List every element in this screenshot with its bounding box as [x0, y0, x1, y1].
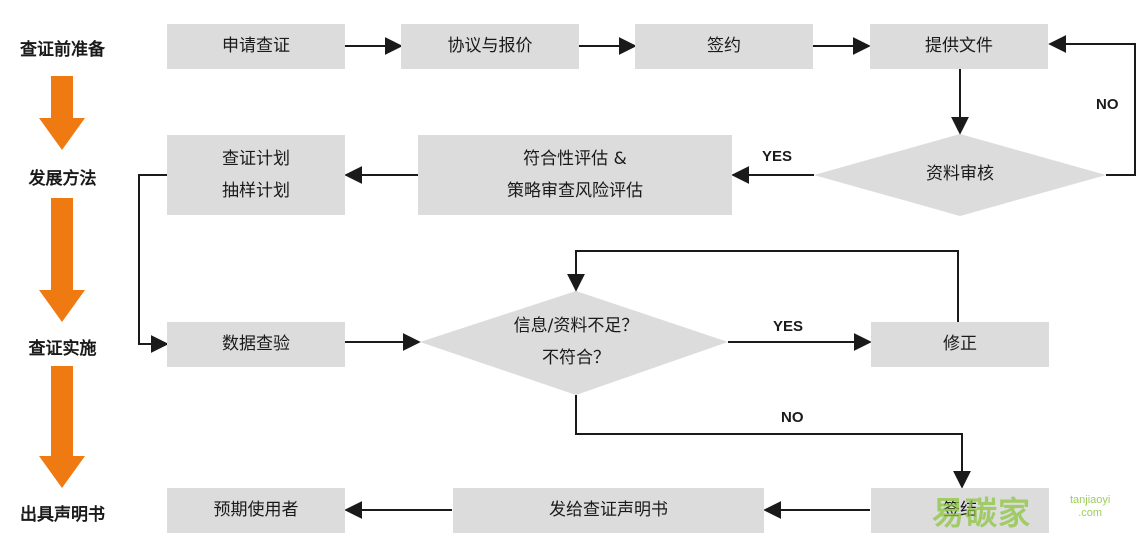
node-issue-statement: 发给查证声明书	[453, 488, 764, 533]
node-sign: 签约	[635, 24, 813, 69]
node-sign-off-label: 签结	[943, 500, 977, 521]
arrow-correct-loop	[567, 250, 959, 322]
watermark-site-line-2: .com	[1078, 507, 1103, 520]
node-plans-line-2: 抽样计划	[222, 181, 290, 201]
arrow-review-no-loop	[1048, 35, 1136, 176]
edge-label-check-no: NO	[781, 409, 804, 426]
stage-arrow-1	[39, 76, 85, 150]
node-data-check-label: 数据查验	[222, 334, 290, 355]
arrow-plans-datacheck	[138, 174, 169, 353]
node-provide-docs: 提供文件	[870, 24, 1048, 69]
node-risk-eval-line-1: 符合性评估 &	[523, 148, 627, 169]
stage-label-impl: 查证实施	[28, 339, 97, 359]
node-risk-eval: 符合性评估 & 策略审查风险评估	[418, 135, 732, 215]
watermark-logo: 易碳家 tanjiaoyi .com	[932, 488, 1138, 534]
node-risk-eval-line-2: 策略审查风险评估	[507, 181, 643, 201]
node-sign-label: 签约	[707, 36, 741, 57]
node-doc-review-label: 资料审核	[926, 164, 994, 184]
watermark-site: tanjiaoyi .com	[1070, 494, 1110, 520]
stage-progress-arrows	[39, 76, 85, 488]
node-insufficient: 信息/资料不足？ 不符合？	[470, 310, 682, 375]
edge-label-review-yes: YES	[762, 148, 793, 165]
node-sign-off: 签结	[871, 488, 1049, 533]
node-apply-label: 申请查证	[222, 36, 290, 57]
node-issue-statement-label: 发给查证声明书	[549, 500, 668, 521]
node-insufficient-line-2: 不符合？	[542, 348, 610, 369]
node-agreement-label: 协议与报价	[447, 36, 533, 57]
watermark-site-line-1: tanjiaoyi	[1070, 494, 1111, 506]
node-plans-line-1: 查证计划	[222, 148, 290, 169]
node-users: 预期使用者	[167, 488, 345, 533]
node-provide-docs-label: 提供文件	[925, 36, 993, 57]
node-agreement: 协议与报价	[401, 24, 579, 69]
doc-review-diamond	[814, 134, 1106, 216]
edge-label-review-no: NO	[1096, 96, 1119, 113]
node-users-label: 预期使用者	[213, 500, 299, 521]
stage-label-issue: 出具声明书	[20, 505, 105, 525]
insufficient-diamond	[420, 291, 728, 395]
node-correct-label: 修正	[943, 334, 977, 355]
node-data-check: 数据查验	[167, 322, 345, 367]
node-correct: 修正	[871, 322, 1049, 367]
node-plans: 查证计划 抽样计划	[167, 135, 345, 215]
stage-label-prep: 查证前准备	[20, 40, 105, 60]
edge-label-check-yes: YES	[773, 318, 804, 335]
node-insufficient-line-1: 信息/资料不足？	[513, 316, 639, 336]
stage-arrow-2	[39, 198, 85, 322]
watermark-brand: 易碳家	[932, 494, 1032, 532]
arrow-check-no	[575, 395, 971, 489]
node-apply: 申请查证	[167, 24, 345, 69]
node-doc-review: 资料审核	[870, 158, 1050, 190]
stage-arrow-3	[39, 366, 85, 488]
stage-label-method: 发展方法	[28, 169, 97, 189]
